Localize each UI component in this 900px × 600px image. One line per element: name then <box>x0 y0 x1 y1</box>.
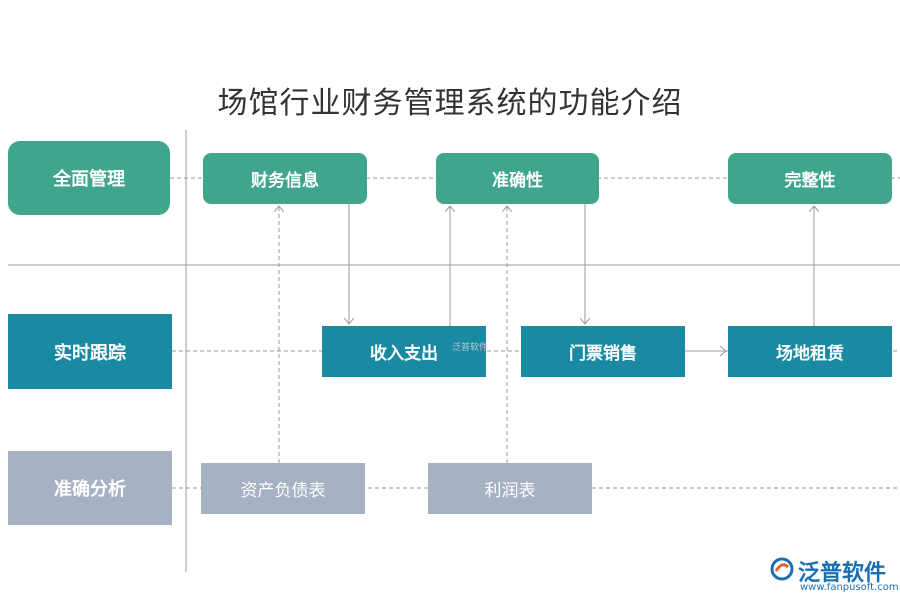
diagram-title: 场馆行业财务管理系统的功能介绍 <box>217 86 683 121</box>
watermark: 泛普软件 <box>452 343 489 353</box>
row-label-management: 全面管理 <box>8 141 170 215</box>
node-completeness: 完整性 <box>728 153 892 204</box>
node-ticket-sales: 门票销售 <box>521 326 685 377</box>
brand-url: www.fanpusoft.com <box>800 582 899 593</box>
node-financial-info: 财务信息 <box>203 153 367 204</box>
node-accuracy: 准确性 <box>436 153 599 204</box>
brand-name: 泛普软件 <box>798 561 887 586</box>
node-profit-statement: 利润表 <box>428 463 592 514</box>
row-label-tracking: 实时跟踪 <box>8 314 172 389</box>
node-venue-rental: 场地租赁 <box>728 326 892 377</box>
brand-logo-icon <box>770 557 794 581</box>
node-balance-sheet: 资产负债表 <box>201 463 365 514</box>
row-label-analysis: 准确分析 <box>8 451 172 525</box>
brand-logo: 泛普软件 www.fanpusoft.com <box>770 555 899 595</box>
node-income-expense: 收入支出 <box>322 326 486 377</box>
